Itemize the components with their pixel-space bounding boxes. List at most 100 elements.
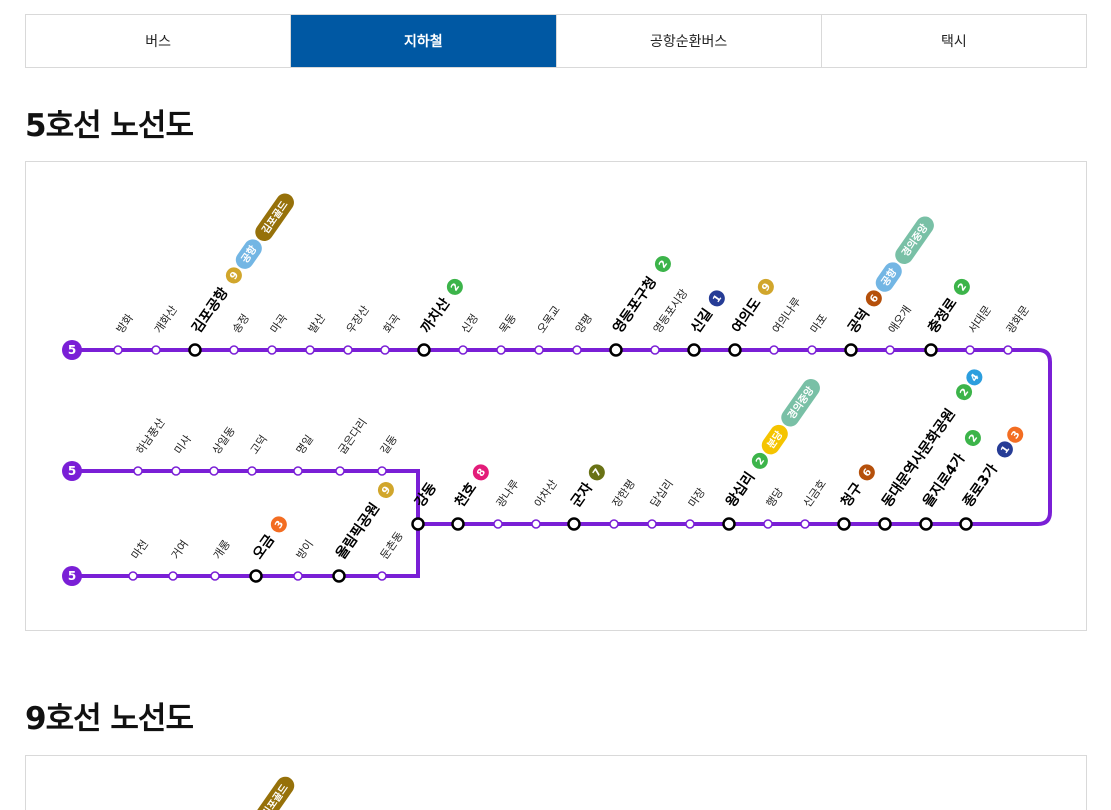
macheon-branch-station-name: 올림픽공원 [332, 500, 383, 563]
main-row-station-name: 송정 [230, 312, 252, 336]
main-row-station-label-group: 서대문 [966, 303, 994, 335]
hanam-branch-station-name: 길동 [378, 433, 400, 457]
main-row-station-dot [885, 345, 895, 355]
lower-row-station-name: 동대문역사문화공원 [878, 406, 958, 511]
main-row-station-label-group: 송정 [230, 312, 252, 336]
hanam-branch-station-name: 고덕 [248, 433, 270, 457]
main-row-station-label-group: 발산 [306, 312, 328, 336]
main-row-station-name: 방화 [114, 312, 136, 336]
macheon-branch-station-label-group: 오금3 [250, 516, 287, 562]
hanam-branch-station-name: 하남풍산 [133, 416, 168, 457]
tab-airport-shuttle[interactable]: 공항순환버스 [557, 15, 822, 67]
lower-row-station-dot [959, 517, 973, 531]
main-row-station-dot [267, 345, 277, 355]
lower-row-station-dot [800, 519, 810, 529]
main-row-station-dot [188, 343, 202, 357]
main-row-station-name: 목동 [497, 312, 519, 336]
lower-row-station-label-group: 강동 [411, 479, 440, 510]
hanam-branch-station-name: 미사 [172, 433, 194, 457]
macheon-branch-station-label-group: 마천 [128, 537, 151, 562]
main-row-station-name: 충정로 [924, 295, 960, 337]
main-row-station-name: 신정 [459, 312, 481, 336]
tab-taxi[interactable]: 택시 [940, 34, 967, 50]
macheon-branch-station-dot [210, 571, 220, 581]
transport-tabs: 버스 지하철 공항순환버스 택시 [25, 14, 1087, 68]
hanam-branch-station-label-group: 명일 [293, 432, 316, 457]
hanam-branch-station-dot [377, 466, 387, 476]
hanam-branch-station-dot [209, 466, 219, 476]
transfer-pill [781, 378, 820, 427]
lower-row-station-label-group: 마장 [686, 486, 708, 510]
line9-badge-group: 김포골드 [255, 776, 295, 810]
main-row-station-label-group: 오목교 [535, 303, 563, 335]
transfer-badge [377, 481, 394, 498]
main-row-station-name: 화곡 [381, 312, 403, 336]
main-row-station-name: 마포 [808, 312, 830, 336]
lower-row-station-label-group: 답십리 [648, 477, 676, 509]
transfer-badge [966, 369, 983, 386]
hanam-branch-station-name: 명일 [293, 432, 316, 457]
lower-row-station-label-group: 행당 [764, 486, 786, 510]
lower-row-station-name: 마장 [686, 486, 708, 510]
main-row-station-dot [229, 345, 239, 355]
lower-row-station-dot [411, 517, 425, 531]
transfer-pill [895, 216, 934, 264]
lower-row-station-dot [493, 519, 503, 529]
lower-row-station-name: 신금호 [801, 477, 829, 509]
main-row-station-label-group: 개화산 [152, 303, 180, 335]
main-row-station-dot [924, 343, 938, 357]
lower-row-station-name: 왕십리 [723, 469, 758, 510]
main-row-station-name: 마곡 [268, 312, 290, 336]
line9-map-svg: 김포골드 [255, 776, 295, 810]
main-row-station-dot [1003, 345, 1013, 355]
lower-row-station-dot [567, 517, 581, 531]
main-row-station-name: 김포공항 [188, 284, 232, 336]
lower-row-station-dot [685, 519, 695, 529]
macheon-branch-station-label-group: 둔촌동 [378, 529, 406, 561]
transfer-badge [757, 278, 774, 295]
transfer-badge [964, 429, 981, 446]
hanam-branch-station-dot [171, 466, 181, 476]
macheon-branch-station-dot [128, 571, 138, 581]
main-row-station-label-group: 여의나루 [770, 295, 804, 336]
macheon-branch-station-label-group: 거여 [169, 538, 191, 562]
tab-subway[interactable]: 지하철 [291, 15, 557, 67]
transfer-badge [270, 516, 287, 533]
lower-row-station-label-group: 천호8 [452, 464, 489, 510]
main-row-station-label-group: 애오개 [886, 303, 914, 335]
transfer-badge [588, 464, 605, 481]
macheon-branch-station-name: 오금 [250, 532, 278, 562]
transfer-badge [225, 267, 242, 284]
macheon-branch-station-label-group: 개롱 [211, 538, 233, 562]
lower-row-station-label-group: 광나루 [494, 477, 522, 509]
lower-row-station-label-group: 신금호 [801, 477, 829, 509]
main-row-station-label-group: 마곡 [268, 312, 290, 336]
line5-number-label: 5 [68, 343, 76, 357]
main-row-station-dot [965, 345, 975, 355]
hanam-branch-station-name: 상일동 [209, 424, 238, 457]
lower-row-station-name: 강동 [411, 479, 440, 510]
main-row-station-name: 애오개 [886, 303, 914, 335]
lower-row-station-name: 행당 [764, 486, 786, 510]
line5-number-circle [62, 461, 82, 481]
tab-bus[interactable]: 버스 [26, 15, 292, 67]
lower-row-station-label-group: 장한평 [610, 477, 638, 509]
main-row-station-dot [572, 345, 582, 355]
transfer-badge [708, 290, 725, 307]
main-row-station-label-group: 화곡 [381, 312, 403, 336]
hanam-branch-station-dot [293, 466, 303, 476]
main-row-station-label-group: 방화 [114, 312, 136, 336]
line5-number-circle [62, 340, 82, 360]
lower-row-station-dot [531, 519, 541, 529]
lower-row-station-name: 아차산 [532, 477, 560, 509]
lower-row-station-dot [722, 517, 736, 531]
main-row-station-label-group: 신길1 [688, 290, 725, 336]
hanam-branch-station-label-group: 고덕 [248, 433, 270, 457]
lower-row-station-label-group: 아차산 [532, 477, 560, 509]
macheon-branch-station-dot [377, 571, 387, 581]
main-row-station-name: 오목교 [535, 303, 563, 335]
line5-number-label: 5 [68, 464, 76, 478]
lower-row-station-name: 답십리 [648, 477, 676, 509]
